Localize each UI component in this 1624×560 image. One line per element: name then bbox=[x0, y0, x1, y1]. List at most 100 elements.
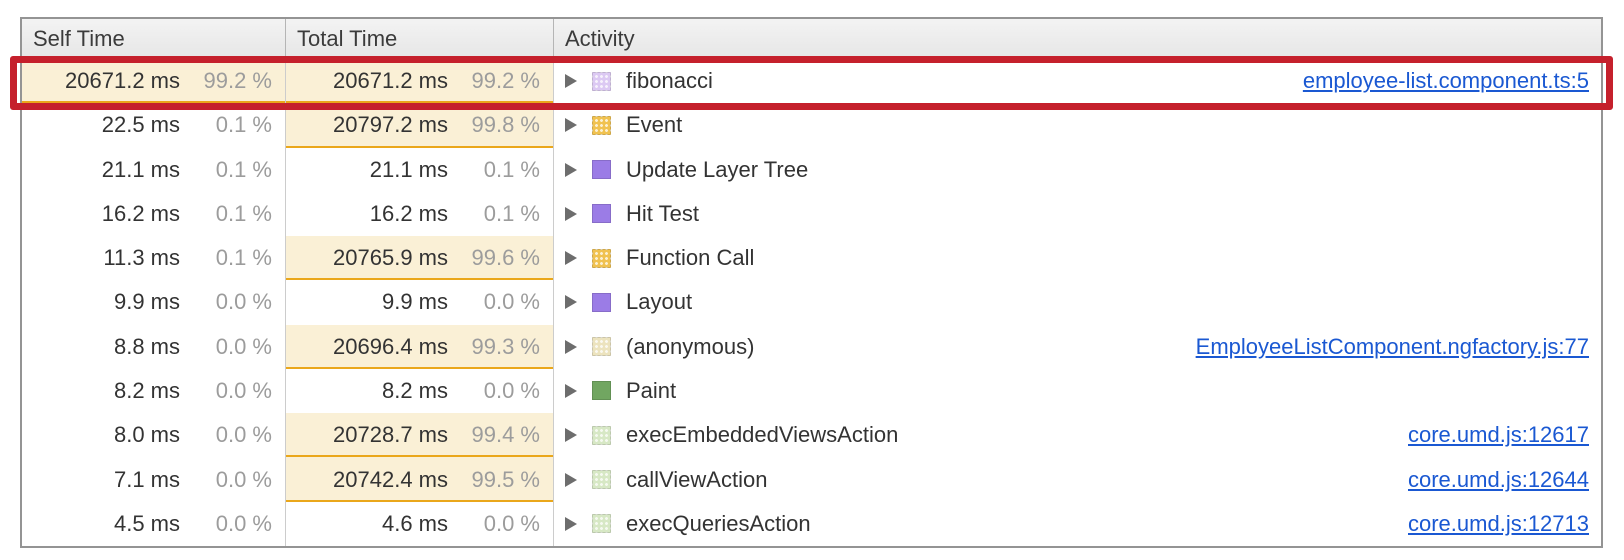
total-time-value: 20671.2 ms bbox=[333, 68, 448, 94]
table-row[interactable]: 21.1 ms 0.1 % 21.1 ms 0.1 % Update Layer… bbox=[22, 147, 1601, 192]
source-link[interactable]: core.umd.js:12644 bbox=[1408, 466, 1589, 492]
self-time-value: 8.0 ms bbox=[113, 422, 180, 448]
total-time-value: 20765.9 ms bbox=[333, 245, 448, 271]
self-time-value: 4.5 ms bbox=[113, 510, 180, 536]
source-link[interactable]: core.umd.js:12713 bbox=[1408, 510, 1589, 536]
self-time-value: 20671.2 ms bbox=[65, 68, 180, 94]
expand-triangle-icon[interactable] bbox=[565, 295, 577, 310]
self-time-value: 11.3 ms bbox=[103, 245, 180, 271]
total-time-percent: 0.0 % bbox=[483, 289, 540, 315]
activity-label: execQueriesAction bbox=[626, 510, 811, 536]
self-time-cell: 20671.2 ms 99.2 % bbox=[22, 59, 286, 104]
self-time-percent: 0.0 % bbox=[215, 289, 272, 315]
activity-label: Layout bbox=[626, 289, 693, 315]
total-time-value: 20696.4 ms bbox=[333, 333, 448, 359]
total-time-cell: 20671.2 ms 99.2 % bbox=[286, 59, 554, 104]
table-row[interactable]: 7.1 ms 0.0 % 20742.4 ms 99.5 % callViewA… bbox=[22, 457, 1601, 502]
activity-cell: Function Call bbox=[554, 236, 1601, 280]
total-time-percent: 99.4 % bbox=[471, 422, 541, 448]
self-time-value: 22.5 ms bbox=[101, 112, 180, 138]
expand-triangle-icon[interactable] bbox=[565, 383, 577, 398]
self-time-value: 9.9 ms bbox=[113, 289, 180, 315]
column-header-activity[interactable]: Activity bbox=[554, 19, 1601, 58]
total-time-percent: 99.3 % bbox=[471, 333, 541, 359]
source-link[interactable]: employee-list.component.ts:5 bbox=[1302, 68, 1589, 94]
total-time-cell: 16.2 ms 0.1 % bbox=[286, 191, 554, 237]
table-row[interactable]: 8.2 ms 0.0 % 8.2 ms 0.0 % Paint bbox=[22, 368, 1601, 414]
self-time-cell: 8.0 ms 0.0 % bbox=[22, 413, 286, 458]
self-time-percent: 0.0 % bbox=[215, 377, 272, 403]
activity-cell: Hit Test bbox=[554, 192, 1601, 236]
self-time-percent: 99.2 % bbox=[203, 68, 273, 94]
activity-cell: Update Layer Tree bbox=[554, 148, 1601, 192]
expand-triangle-icon[interactable] bbox=[565, 251, 577, 266]
total-time-cell: 4.6 ms 0.0 % bbox=[286, 501, 554, 546]
activity-cell: (anonymous) EmployeeListComponent.ngfact… bbox=[554, 325, 1601, 369]
column-header-self-time-label: Self Time bbox=[33, 25, 125, 51]
expand-triangle-icon[interactable] bbox=[565, 339, 577, 354]
total-time-value: 9.9 ms bbox=[381, 289, 448, 315]
column-header-total-time[interactable]: Total Time bbox=[286, 19, 554, 58]
expand-triangle-icon[interactable] bbox=[565, 472, 577, 487]
activity-cell: Paint bbox=[554, 369, 1601, 413]
table-row[interactable]: 22.5 ms 0.1 % 20797.2 ms 99.8 % Event bbox=[22, 103, 1601, 148]
activity-cell: fibonacci employee-list.component.ts:5 bbox=[554, 59, 1601, 103]
category-color-swatch bbox=[592, 337, 611, 357]
activity-label: Event bbox=[626, 112, 683, 138]
self-time-cell: 21.1 ms 0.1 % bbox=[22, 147, 286, 192]
column-header-total-time-label: Total Time bbox=[297, 25, 398, 51]
column-header-activity-label: Activity bbox=[565, 25, 635, 51]
self-time-percent: 0.1 % bbox=[215, 112, 272, 138]
table-row[interactable]: 4.5 ms 0.0 % 4.6 ms 0.0 % execQueriesAct… bbox=[22, 501, 1601, 546]
total-time-percent: 0.0 % bbox=[483, 510, 540, 536]
table-row[interactable]: 11.3 ms 0.1 % 20765.9 ms 99.6 % Function… bbox=[22, 236, 1601, 281]
category-color-swatch bbox=[592, 115, 611, 135]
total-time-cell: 9.9 ms 0.0 % bbox=[286, 280, 554, 325]
total-time-percent: 0.1 % bbox=[483, 200, 540, 226]
expand-triangle-icon[interactable] bbox=[565, 162, 577, 177]
self-time-cell: 8.2 ms 0.0 % bbox=[22, 368, 286, 414]
self-time-value: 16.2 ms bbox=[101, 200, 180, 226]
column-header-self-time[interactable]: Self Time bbox=[22, 19, 286, 58]
category-color-swatch bbox=[592, 292, 611, 312]
self-time-percent: 0.0 % bbox=[215, 466, 272, 492]
self-time-percent: 0.0 % bbox=[215, 422, 272, 448]
expand-triangle-icon[interactable] bbox=[565, 206, 577, 221]
total-time-value: 20728.7 ms bbox=[333, 422, 448, 448]
table-row[interactable]: 16.2 ms 0.1 % 16.2 ms 0.1 % Hit Test bbox=[22, 191, 1601, 237]
expand-triangle-icon[interactable] bbox=[565, 516, 577, 531]
activity-label: Update Layer Tree bbox=[626, 156, 809, 182]
source-link[interactable]: EmployeeListComponent.ngfactory.js:77 bbox=[1195, 333, 1589, 359]
total-time-value: 20797.2 ms bbox=[333, 112, 448, 138]
activity-cell: Layout bbox=[554, 280, 1601, 324]
category-color-swatch bbox=[592, 71, 611, 91]
activity-label: (anonymous) bbox=[626, 333, 755, 359]
activity-cell: execEmbeddedViewsAction core.umd.js:1261… bbox=[554, 413, 1601, 457]
self-time-percent: 0.0 % bbox=[215, 333, 272, 359]
self-time-value: 7.1 ms bbox=[113, 466, 180, 492]
table-row[interactable]: 8.8 ms 0.0 % 20696.4 ms 99.3 % (anonymou… bbox=[22, 324, 1601, 369]
self-time-value: 21.1 ms bbox=[101, 156, 180, 182]
total-time-percent: 99.5 % bbox=[471, 466, 541, 492]
expand-triangle-icon[interactable] bbox=[565, 74, 577, 89]
self-time-percent: 0.1 % bbox=[215, 156, 272, 182]
self-time-cell: 7.1 ms 0.0 % bbox=[22, 457, 286, 502]
activity-label: Paint bbox=[626, 377, 677, 403]
activity-label: fibonacci bbox=[626, 68, 713, 94]
table-row[interactable]: 9.9 ms 0.0 % 9.9 ms 0.0 % Layout bbox=[22, 280, 1601, 325]
activity-cell: execQueriesAction core.umd.js:12713 bbox=[554, 502, 1601, 546]
self-time-value: 8.8 ms bbox=[113, 333, 180, 359]
total-time-cell: 20728.7 ms 99.4 % bbox=[286, 413, 554, 458]
self-time-cell: 11.3 ms 0.1 % bbox=[22, 236, 286, 281]
expand-triangle-icon[interactable] bbox=[565, 428, 577, 443]
source-link[interactable]: core.umd.js:12617 bbox=[1408, 422, 1589, 448]
total-time-value: 21.1 ms bbox=[369, 156, 448, 182]
self-time-cell: 4.5 ms 0.0 % bbox=[22, 501, 286, 546]
self-time-percent: 0.0 % bbox=[215, 510, 272, 536]
activity-label: Hit Test bbox=[626, 200, 699, 226]
table-row[interactable]: 8.0 ms 0.0 % 20728.7 ms 99.4 % execEmbed… bbox=[22, 413, 1601, 458]
total-time-cell: 20696.4 ms 99.3 % bbox=[286, 324, 554, 369]
expand-triangle-icon[interactable] bbox=[565, 118, 577, 133]
table-row[interactable]: 20671.2 ms 99.2 % 20671.2 ms 99.2 % fibo… bbox=[22, 59, 1601, 104]
category-color-swatch bbox=[592, 204, 611, 224]
